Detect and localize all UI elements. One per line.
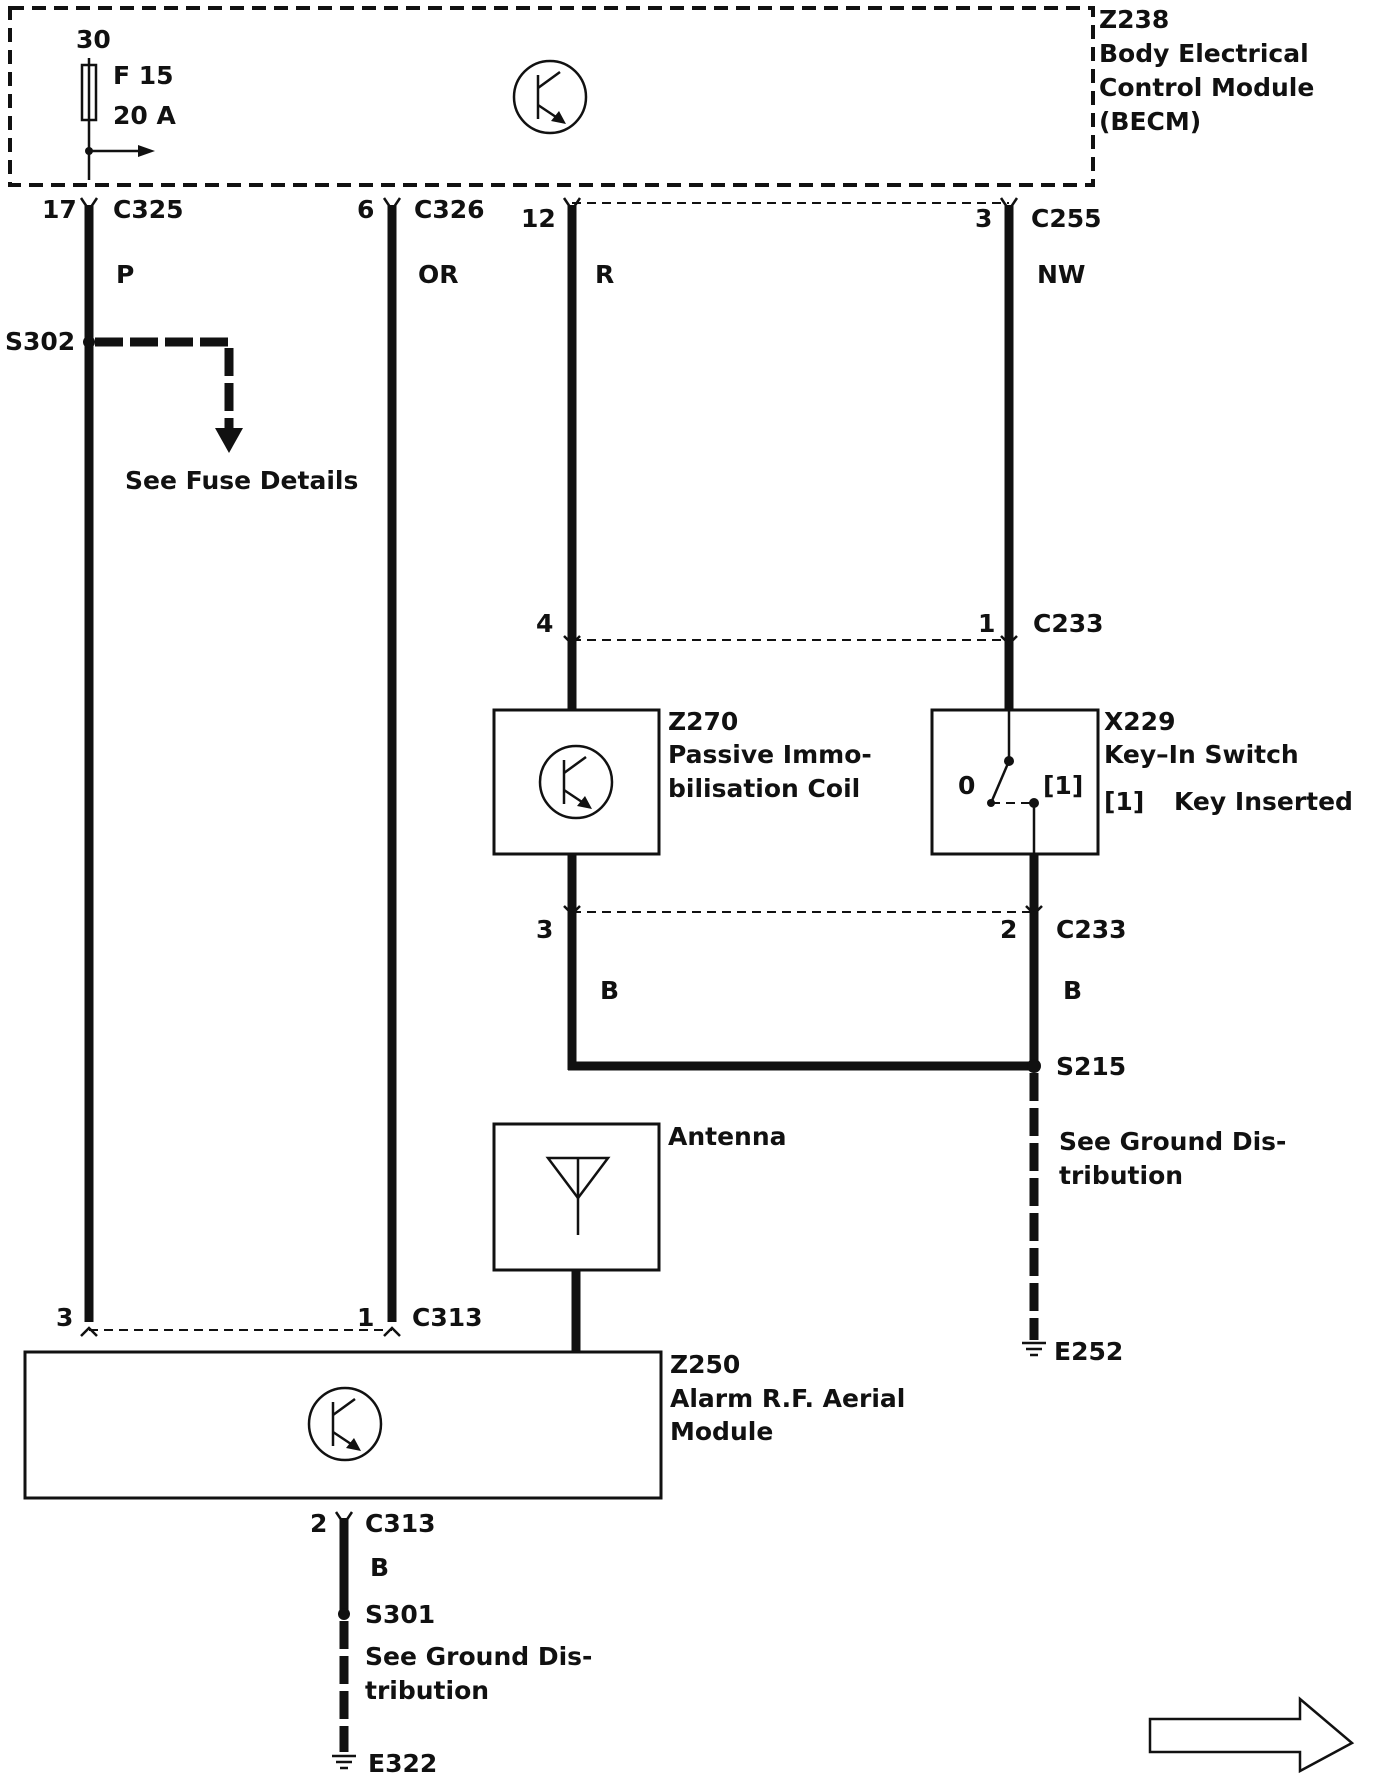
becm-id: Z238 [1099, 5, 1169, 34]
switch-contact-icon [989, 760, 1011, 804]
becm-pin-17: 17 C325 P [42, 195, 184, 289]
ground-id: E252 [1054, 1337, 1123, 1366]
connector-id: C313 [365, 1509, 436, 1538]
alarm-transistor-icon [307, 1386, 383, 1462]
pin-right: 1 [978, 609, 995, 638]
splice-note-line1: See Ground Dis- [365, 1642, 592, 1671]
ground-icon [1022, 1341, 1046, 1357]
switch-id: X229 [1104, 707, 1175, 736]
splice-id: S301 [365, 1600, 435, 1629]
wire-color-right: B [1063, 976, 1082, 1005]
becm-boundary [8, 6, 1095, 187]
connector-id: C326 [414, 195, 485, 224]
pin-left: 3 [536, 915, 553, 944]
fuse-details-lead [95, 337, 234, 430]
wire-color: R [595, 260, 614, 289]
splice-s215: S215 See Ground Dis- tribution E252 [1022, 1052, 1286, 1366]
wire-color-left: B [600, 976, 619, 1005]
fuse-rating: 20 A [113, 101, 176, 130]
becm-name-line3: (BECM) [1099, 107, 1201, 136]
pin-right: 2 [1000, 915, 1017, 944]
wire-color: NW [1037, 260, 1086, 289]
connector-id: C255 [1031, 204, 1102, 233]
ground-icon [332, 1754, 356, 1770]
alarm-id: Z250 [670, 1350, 740, 1379]
pin-number: 6 [357, 195, 374, 224]
switch-position-off: 0 [958, 771, 975, 800]
connector-id: C325 [113, 195, 184, 224]
pin-right: 1 [357, 1303, 374, 1332]
key-in-switch: 0 [1] X229 Key–In Switch [1] Key Inserte… [930, 707, 1353, 856]
pin-number: 2 [310, 1509, 327, 1538]
fuse-id: F 15 [113, 61, 174, 90]
splice-note-line2: tribution [365, 1676, 489, 1705]
antenna-label: Antenna [668, 1122, 787, 1151]
coil-name-line2: bilisation Coil [668, 774, 860, 803]
switch-name: Key–In Switch [1104, 740, 1299, 769]
next-page-arrow-icon[interactable] [1148, 1696, 1355, 1774]
connector-c233-bottom: 3 2 C233 B B [536, 905, 1127, 1005]
immobilisation-coil: Z270 Passive Immo- bilisation Coil [492, 707, 872, 856]
splice-s301: S301 See Ground Dis- tribution E322 [332, 1600, 592, 1778]
splice-note-line2: tribution [1059, 1161, 1183, 1190]
arrow-down-icon [215, 428, 243, 453]
fuse-details-note: See Fuse Details [125, 466, 358, 495]
switch-position-on: [1] [1043, 771, 1083, 800]
becm-name-line1: Body Electrical [1099, 39, 1309, 68]
alarm-name-line1: Alarm R.F. Aerial [670, 1384, 905, 1413]
coil-id: Z270 [668, 707, 738, 736]
splice-s302: S302 See Fuse Details [5, 327, 358, 495]
pin-number: 12 [521, 204, 556, 233]
splice-id: S302 [5, 327, 75, 356]
pin-left: 4 [536, 609, 553, 638]
alarm-aerial-module: Z250 Alarm R.F. Aerial Module [23, 1350, 905, 1500]
coil-name-line1: Passive Immo- [668, 740, 872, 769]
antenna: Antenna [492, 1122, 787, 1352]
wire-color: B [370, 1553, 389, 1582]
alarm-name-line2: Module [670, 1417, 773, 1446]
connector-id: C233 [1056, 915, 1127, 944]
fuse-circuit-label: 30 [76, 25, 111, 54]
becm-transistor-icon [512, 59, 588, 135]
connector-id: C233 [1033, 609, 1104, 638]
wire-color: P [116, 260, 134, 289]
legend-key: [1] [1104, 787, 1144, 816]
pin-number: 17 [42, 195, 77, 224]
connector-c233-top: 4 1 C233 [536, 609, 1104, 646]
splice-id: S215 [1056, 1052, 1126, 1081]
coil-transistor-icon [538, 744, 614, 820]
pin-left: 3 [56, 1303, 73, 1332]
becm-pin-6: 6 C326 OR [357, 195, 485, 289]
pin-number: 3 [975, 204, 992, 233]
becm-pin-3: 3 C255 NW [975, 197, 1102, 289]
wire-color: OR [418, 260, 459, 289]
arrow-right-icon [138, 145, 155, 157]
becm-module: Z238 Body Electrical Control Module (BEC… [8, 5, 1314, 187]
becm-name-line2: Control Module [1099, 73, 1314, 102]
legend-text: Key Inserted [1174, 787, 1353, 816]
connector-c313-bottom: 2 C313 B [310, 1509, 436, 1613]
connector-id: C313 [412, 1303, 483, 1332]
splice-note-line1: See Ground Dis- [1059, 1127, 1286, 1156]
connector-c313-top: 3 1 C313 [56, 1303, 483, 1337]
ground-id: E322 [368, 1749, 437, 1778]
fuse-f15: 30 F 15 20 A [76, 25, 176, 180]
